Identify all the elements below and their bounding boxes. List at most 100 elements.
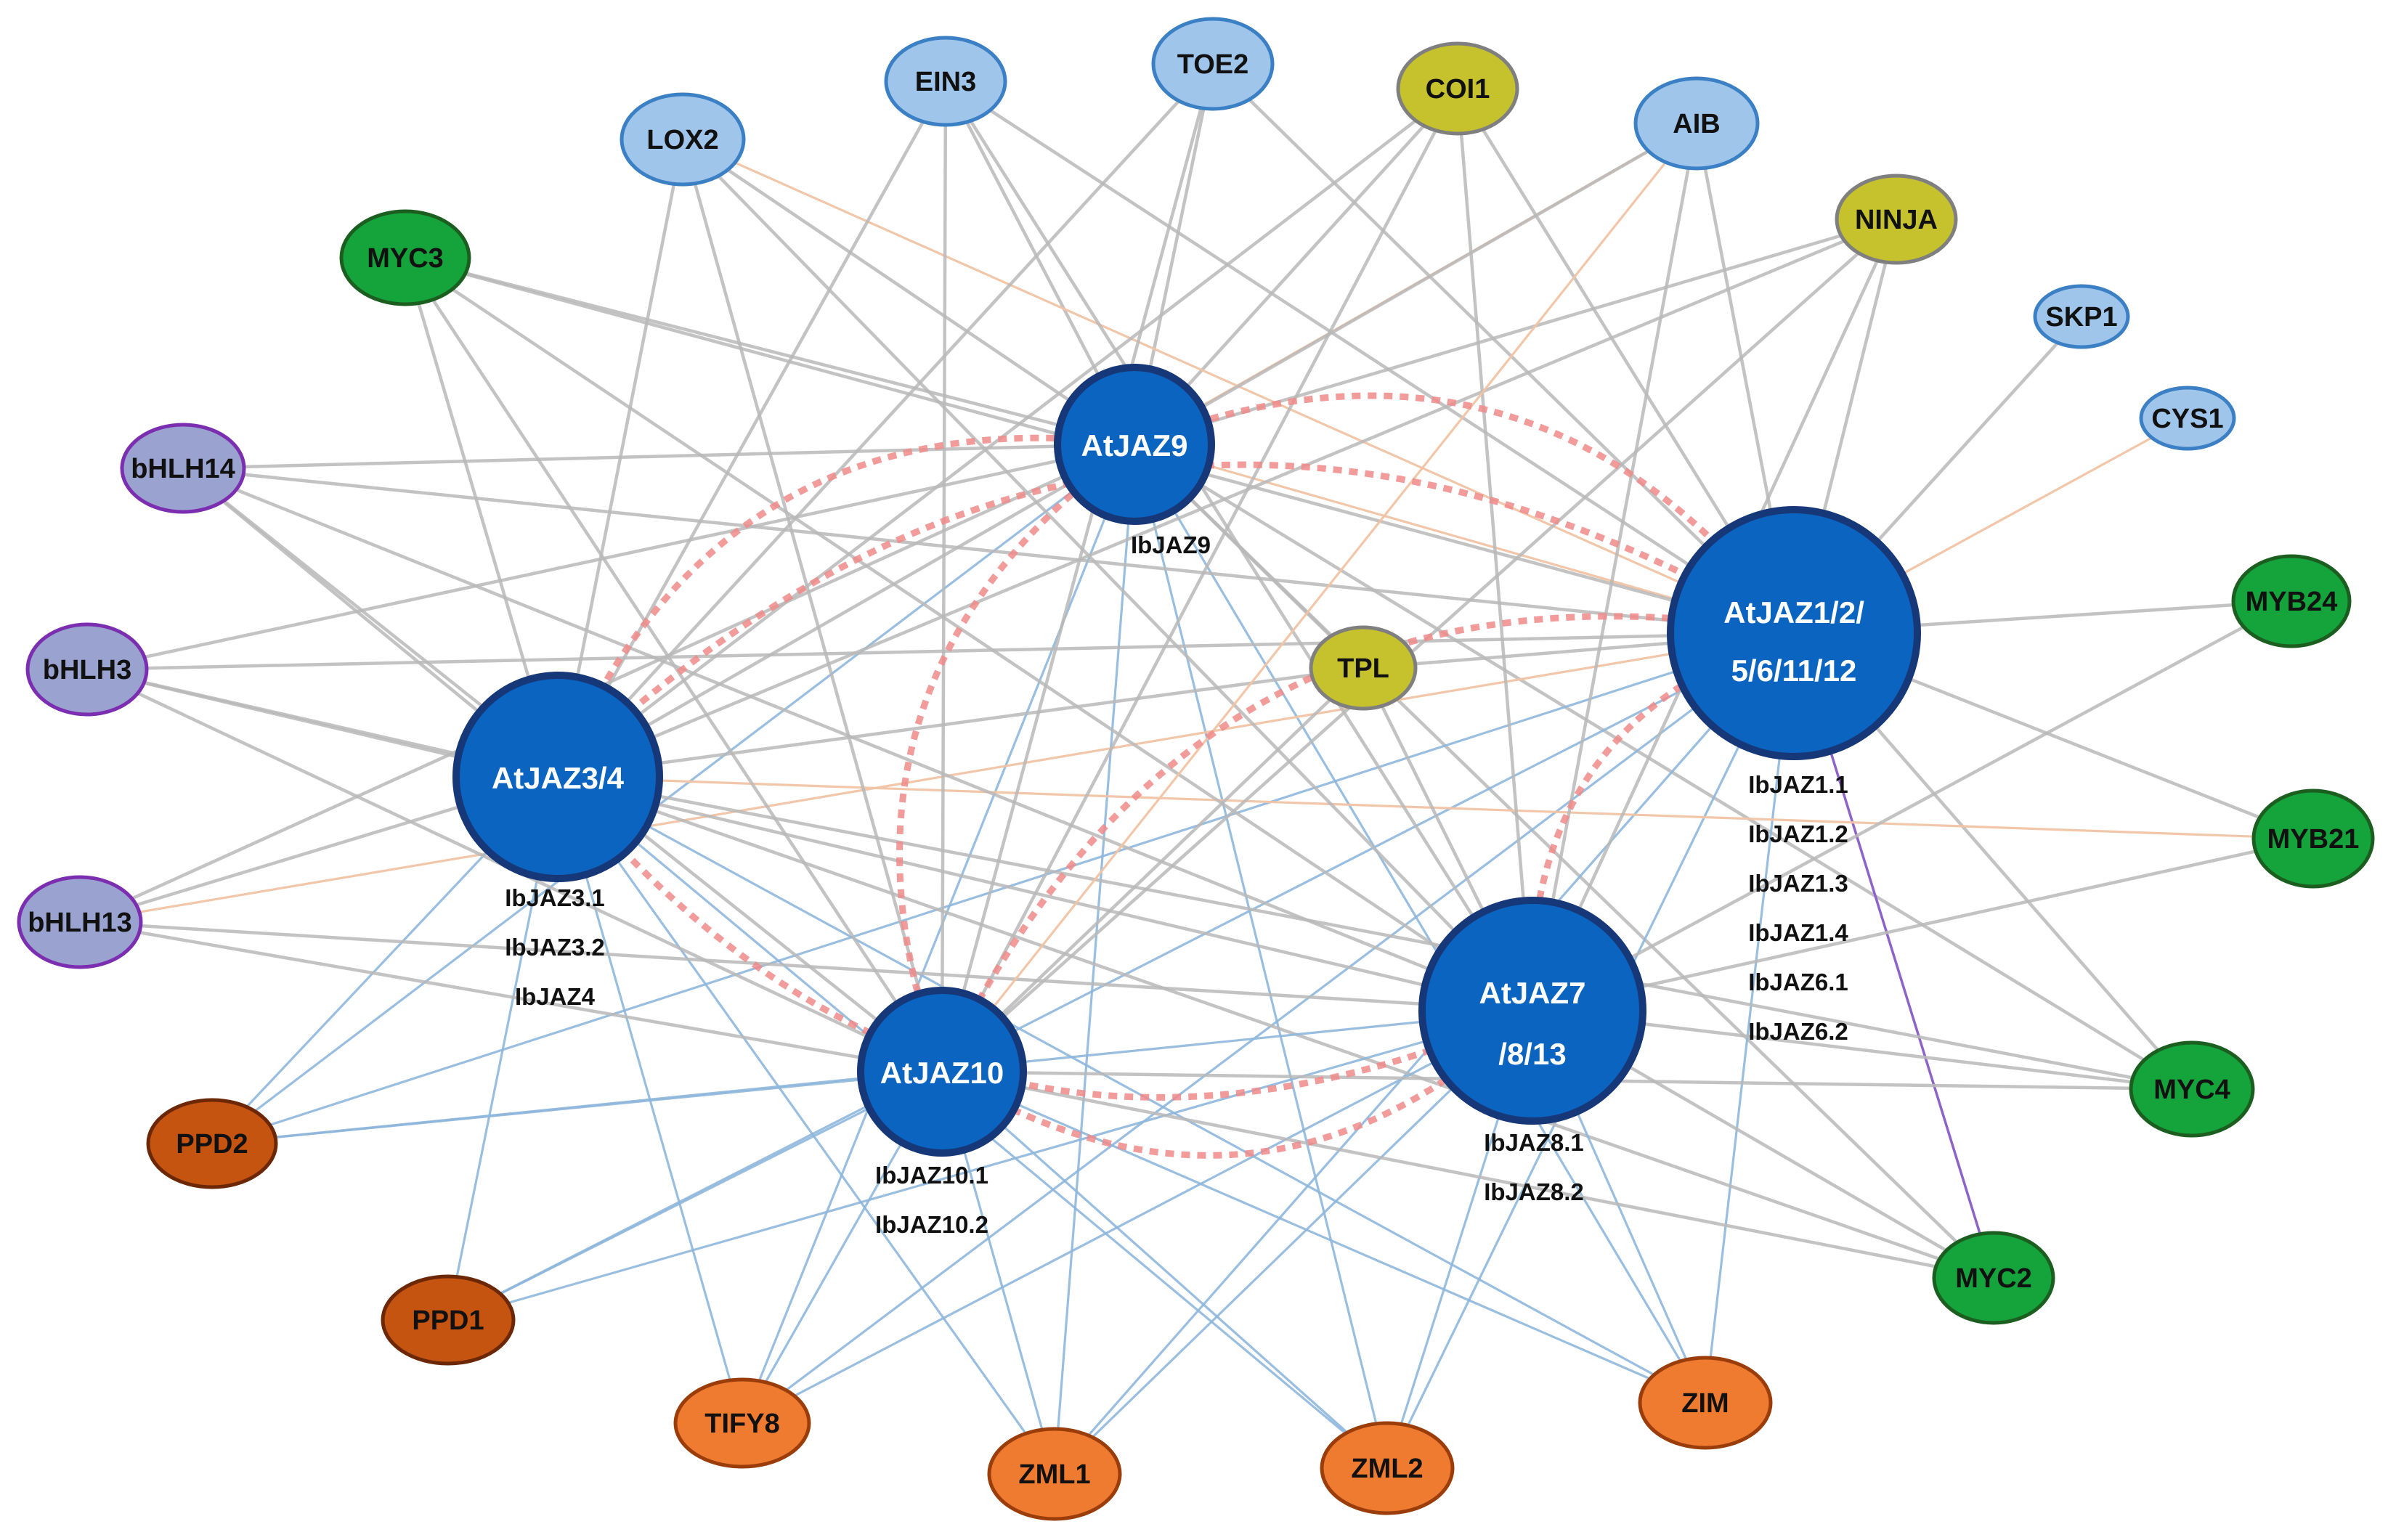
node-bhlh14[interactable]: bHLH14 [120, 423, 246, 514]
node-bhlh13[interactable]: bHLH13 [17, 875, 143, 969]
node-zml2[interactable]: ZML2 [1320, 1421, 1455, 1515]
node-toe2[interactable]: TOE2 [1151, 17, 1275, 111]
node-lox2[interactable]: LOX2 [620, 92, 746, 187]
hub-layer: AtJAZ9IbJAZ9AtJAZ1/2/5/6/11/12IbJAZ1.1Ib… [452, 364, 1921, 1238]
hub-jaz1[interactable]: AtJAZ1/2/5/6/11/12IbJAZ1.1IbJAZ1.2IbJAZ1… [1667, 506, 1921, 1045]
node-shape [1320, 1421, 1455, 1515]
hub-shape [452, 672, 663, 882]
node-label: NINJA [1855, 205, 1938, 235]
node-label: ZML1 [1018, 1459, 1090, 1490]
node-label: CYS1 [2151, 404, 2223, 434]
node-label: MYB24 [2246, 587, 2338, 617]
node-shape [1309, 625, 1418, 711]
edge-jaz10-ninja [941, 218, 1898, 1073]
node-label: ZML2 [1351, 1454, 1423, 1484]
hub-label-line: AtJAZ7 [1479, 976, 1585, 1010]
edge-jaz3-ninja [557, 217, 1897, 779]
edge-jaz3-zim [557, 775, 1706, 1404]
node-label: MYB21 [2267, 824, 2360, 855]
ortholog-label: IbJAZ10.2 [875, 1211, 988, 1238]
node-skp1[interactable]: SKP1 [2033, 284, 2130, 349]
node-bhlh3[interactable]: bHLH3 [25, 622, 149, 717]
node-ppd2[interactable]: PPD2 [146, 1098, 278, 1189]
edge-jaz3-coi1 [556, 87, 1459, 778]
edge-jaz10-ppd2 [211, 1070, 943, 1145]
edge-jaz10-coi1 [941, 87, 1459, 1073]
node-shape [2033, 284, 2130, 349]
node-shape [2139, 386, 2236, 451]
edge-jaz3-myb21 [557, 775, 2314, 840]
edge-jaz1-bhlh3 [86, 631, 1795, 672]
edge-jaz10-ppd1 [447, 1070, 943, 1321]
node-ppd1[interactable]: PPD1 [381, 1274, 516, 1366]
hub-label: AtJAZ9 [1081, 428, 1187, 463]
node-shape [120, 423, 246, 514]
node-ninja[interactable]: NINJA [1835, 174, 1958, 265]
node-myb24[interactable]: MYB24 [2231, 554, 2352, 648]
hub-label-line: /8/13 [1498, 1037, 1566, 1071]
hub-link-jaz9-jaz3 [554, 434, 1135, 778]
node-tify8[interactable]: TIFY8 [673, 1377, 811, 1469]
node-zim[interactable]: ZIM [1638, 1356, 1773, 1450]
node-shape [2129, 1040, 2255, 1138]
edge-jaz1-tify8 [742, 632, 1795, 1425]
node-myc4[interactable]: MYC4 [2129, 1040, 2255, 1138]
node-label: TPL [1337, 653, 1389, 684]
node-myc2[interactable]: MYC2 [1932, 1231, 2055, 1325]
hub-link-jaz9-jaz10 [896, 441, 1137, 1073]
edge-jaz9-myc4 [1133, 443, 2193, 1091]
edge-jaz9-bhlh3 [86, 442, 1135, 672]
node-myb21[interactable]: MYB21 [2251, 789, 2375, 889]
hub-label-line: AtJAZ1/2/ [1723, 595, 1864, 630]
node-tpl[interactable]: TPL [1309, 625, 1418, 711]
edge-jaz3-myc2 [557, 775, 1994, 1280]
node-label: PPD1 [412, 1305, 484, 1336]
node-label: TOE2 [1177, 49, 1249, 80]
edge-jaz7-ein3 [944, 80, 1534, 1012]
node-cys1[interactable]: CYS1 [2139, 386, 2236, 451]
node-label: EIN3 [915, 67, 976, 97]
node-shape [1151, 17, 1275, 111]
ortholog-label: IbJAZ10.1 [875, 1162, 988, 1189]
node-aib[interactable]: AIB [1633, 76, 1760, 171]
edge-jaz1-ppd1 [447, 632, 1795, 1321]
hub-label: AtJAZ10 [880, 1056, 1004, 1090]
hub-label-line: 5/6/11/12 [1731, 653, 1857, 688]
edge-jaz1-bhlh13 [79, 632, 1795, 924]
ortholog-label: IbJAZ8.2 [1484, 1178, 1584, 1205]
ortholog-label: IbJAZ3.2 [505, 934, 605, 961]
node-myc3[interactable]: MYC3 [339, 209, 471, 306]
edge-jaz7-ppd1 [447, 1009, 1533, 1321]
node-shape [381, 1274, 516, 1366]
edge-jaz7-lox2 [681, 138, 1534, 1012]
edge-jaz9-zml2 [1133, 444, 1389, 1469]
node-shape [2231, 554, 2352, 648]
edge-jaz9-tify8 [741, 444, 1136, 1424]
edge-jaz7-coi1 [1455, 88, 1535, 1011]
edge-jaz7-bhlh3 [86, 667, 1533, 1013]
node-label: MYC4 [2153, 1075, 2230, 1105]
node-ein3[interactable]: EIN3 [884, 36, 1007, 127]
hub-link-jaz3-jaz7 [555, 775, 1534, 1101]
ortholog-label: IbJAZ8.1 [1484, 1129, 1584, 1156]
node-coi1[interactable]: COI1 [1396, 41, 1519, 136]
node-label: LOX2 [646, 125, 718, 155]
edge-jaz1-bhlh14 [182, 466, 1795, 635]
node-label: bHLH3 [43, 655, 131, 685]
node-shape [17, 875, 143, 969]
node-label: MYC2 [1955, 1263, 2032, 1294]
node-zml1[interactable]: ZML1 [987, 1427, 1122, 1521]
node-label: ZIM [1681, 1388, 1729, 1419]
edge-jaz1-ppd2 [211, 632, 1795, 1145]
node-shape [339, 209, 471, 306]
edge-jaz10-zml2 [941, 1070, 1389, 1470]
edge-jaz10-ein3 [940, 81, 948, 1072]
edge-jaz9-zml1 [1053, 444, 1136, 1475]
node-shape [146, 1098, 278, 1189]
